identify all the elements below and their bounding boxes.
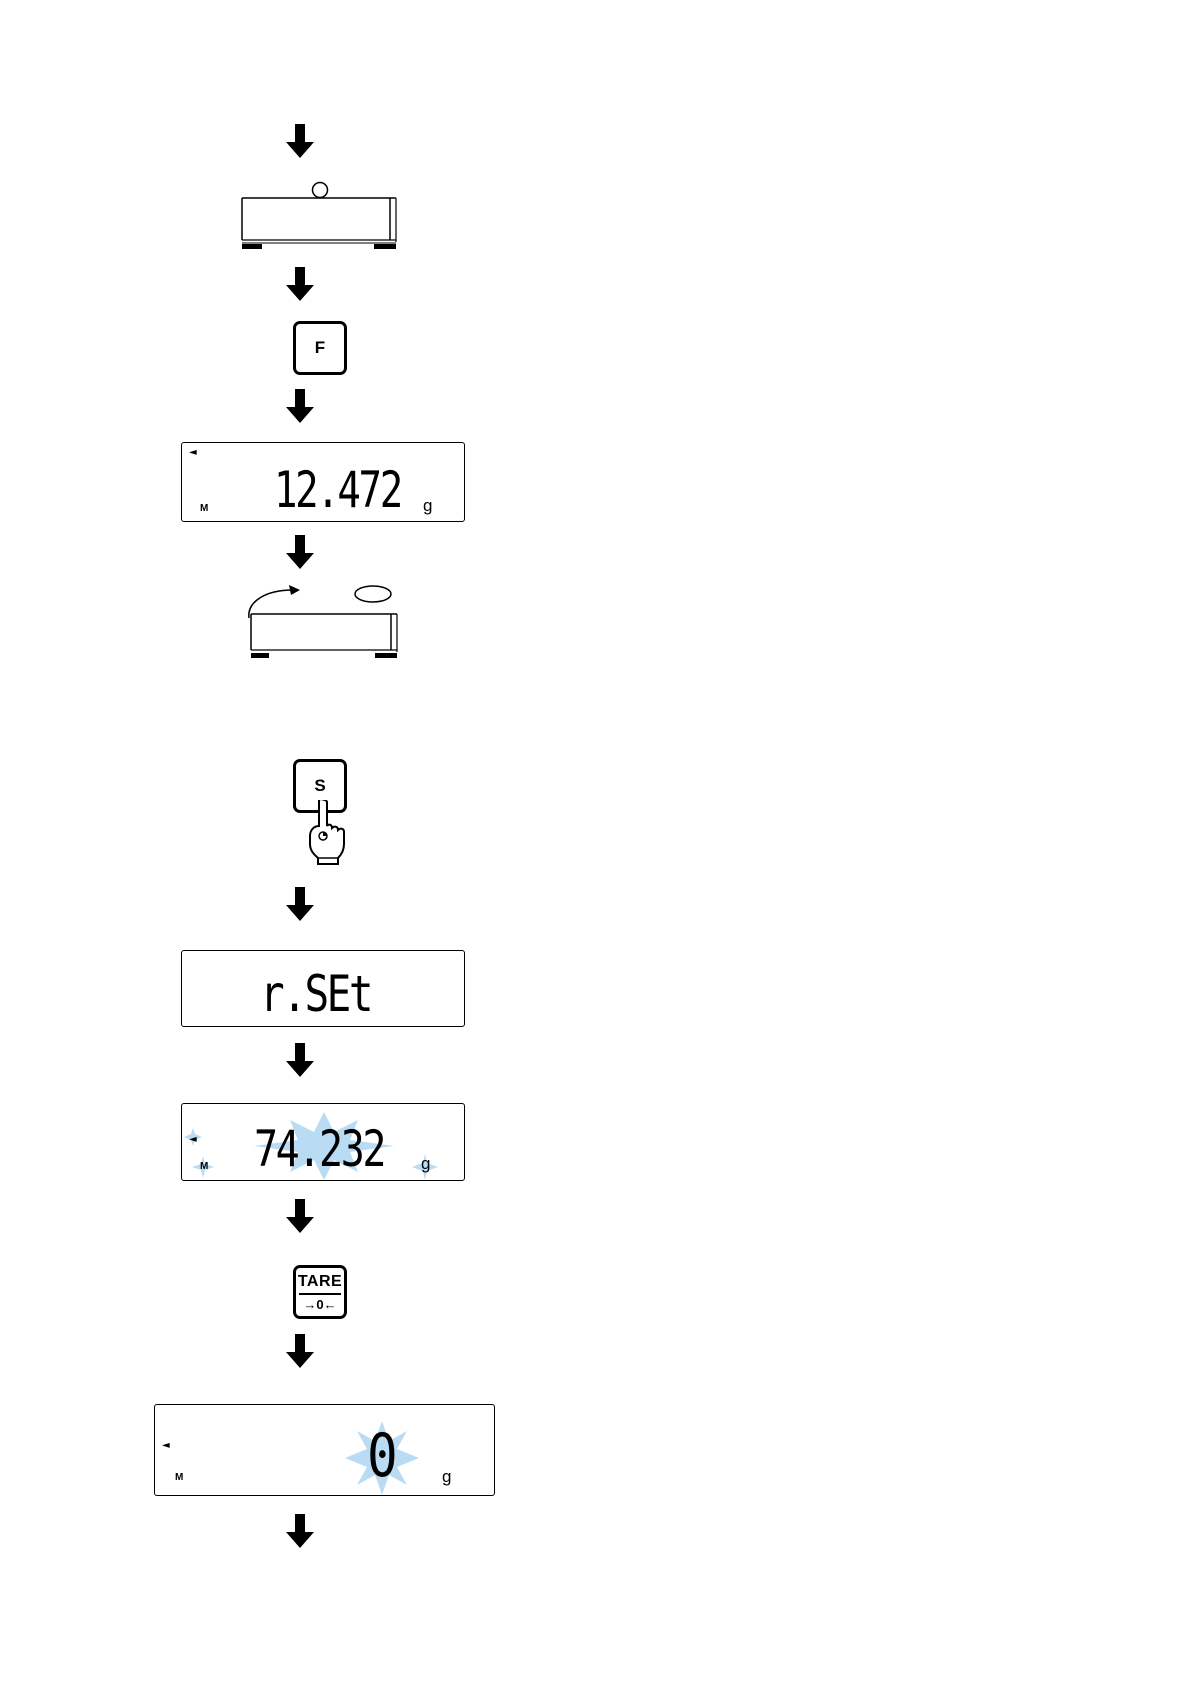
down-arrow-icon	[283, 267, 317, 303]
down-arrow-icon	[283, 887, 317, 923]
f-key-button[interactable]: F	[293, 321, 347, 375]
scale-sample-removed-icon	[245, 580, 405, 670]
display-value: 12.472	[274, 461, 401, 519]
zero-key-label: →0←	[303, 1298, 336, 1312]
down-arrow-icon	[283, 535, 317, 571]
stability-marker-icon: ◄	[162, 1440, 170, 1451]
down-arrow-icon	[283, 389, 317, 425]
display-value: r.SEt	[260, 965, 371, 1023]
display-reset-message: r.SEt	[181, 950, 465, 1027]
display-value: 0	[367, 1421, 395, 1491]
mode-indicator: M	[200, 503, 208, 514]
tare-key-button[interactable]: TARE →0←	[293, 1265, 347, 1319]
mode-indicator: M	[200, 1161, 208, 1172]
display-value: 74.232	[254, 1120, 384, 1178]
unit-indicator: g	[421, 1154, 430, 1174]
unit-indicator: g	[423, 496, 432, 516]
s-key-label: S	[314, 776, 325, 796]
display-weight-reading: ◄ M 12.472 g	[181, 442, 465, 522]
display-tare-zero: ◄ M 0 g	[154, 1404, 495, 1496]
stability-marker-icon: ◄	[189, 447, 197, 458]
display-flashing-weight: ◄ M 74.232 g	[181, 1103, 465, 1181]
down-arrow-icon	[283, 1514, 317, 1550]
stability-marker-icon: ◄	[189, 1134, 197, 1145]
unit-indicator: g	[442, 1467, 451, 1487]
pressing-hand-icon	[306, 800, 346, 866]
tare-key-divider	[299, 1293, 341, 1295]
tare-key-label: TARE	[298, 1273, 342, 1291]
mode-indicator: M	[175, 1472, 183, 1483]
down-arrow-icon	[283, 124, 317, 160]
down-arrow-icon	[283, 1043, 317, 1079]
down-arrow-icon	[283, 1199, 317, 1235]
f-key-label: F	[315, 338, 325, 358]
scale-with-sample-icon	[240, 180, 400, 260]
down-arrow-icon	[283, 1334, 317, 1370]
